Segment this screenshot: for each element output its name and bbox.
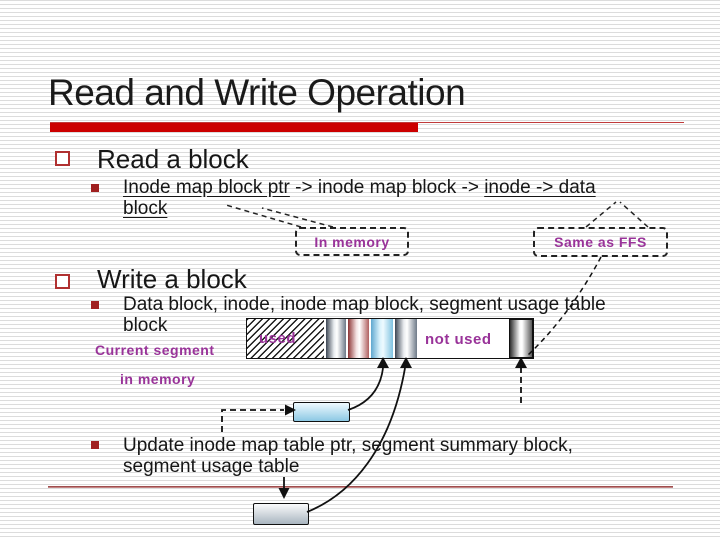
sub-bullet-icon xyxy=(91,301,99,309)
segment-block-blue xyxy=(371,319,393,358)
bullet-square-icon xyxy=(55,274,70,289)
callout-box-same-as-ffs: Same as FFS xyxy=(533,227,668,257)
dashed-arrow-to-inode-map-box xyxy=(221,409,284,432)
read-chain-text: Inode map block ptr -> inode map block -… xyxy=(123,177,596,219)
write-item1-text: Data block, inode, inode map block, segm… xyxy=(123,294,606,336)
used-region-hatched xyxy=(247,319,324,358)
callout-box-in-memory: In memory xyxy=(295,227,409,256)
chain-seg-inode-data: inode -> data xyxy=(484,177,596,198)
arrowhead-down-icon xyxy=(278,488,290,499)
label-in-memory: in memory xyxy=(120,371,196,387)
segment-block-gray-1 xyxy=(326,319,346,358)
sub-bullet-icon xyxy=(91,184,99,192)
inode-map-block-box xyxy=(293,402,350,422)
label-not-used: not used xyxy=(425,331,492,348)
segment-bar: used not used xyxy=(246,318,534,359)
heading-write-a-block: Write a block xyxy=(97,264,247,294)
heading-read-a-block: Read a block xyxy=(97,144,249,174)
chain-seg-block: block xyxy=(123,198,168,219)
segment-block-bottom-box xyxy=(253,503,309,525)
write-item2-line1: Update inode map table ptr, segment summ… xyxy=(123,435,573,456)
write-item1-line1: Data block, inode, inode map block, segm… xyxy=(123,294,606,315)
write-item2-text: Update inode map table ptr, segment summ… xyxy=(123,435,573,477)
title-divider-thick-bar xyxy=(50,123,418,132)
arrow-inode-map-to-segment xyxy=(347,367,384,411)
bullet-square-icon xyxy=(55,151,70,166)
label-used: used xyxy=(259,330,297,347)
title-divider-thin-line xyxy=(50,122,684,123)
sub-bullet-icon xyxy=(91,441,99,449)
dashed-line-ffs-to-data-right xyxy=(619,201,649,228)
label-current-segment: Current segment xyxy=(95,342,215,358)
chain-seg-middle: -> inode map block -> xyxy=(289,177,485,198)
chain-seg-inode-map-block-ptr: Inode map block ptr xyxy=(123,177,290,198)
write-item1-line2: block xyxy=(123,315,168,336)
segment-block-gray-end xyxy=(509,319,533,358)
segment-block-gray-2 xyxy=(395,319,417,358)
bottom-divider-line xyxy=(48,486,673,488)
slide-title: Read and Write Operation xyxy=(48,72,466,113)
segment-block-red xyxy=(348,319,369,358)
write-item2-line2: segment usage table xyxy=(123,456,300,477)
